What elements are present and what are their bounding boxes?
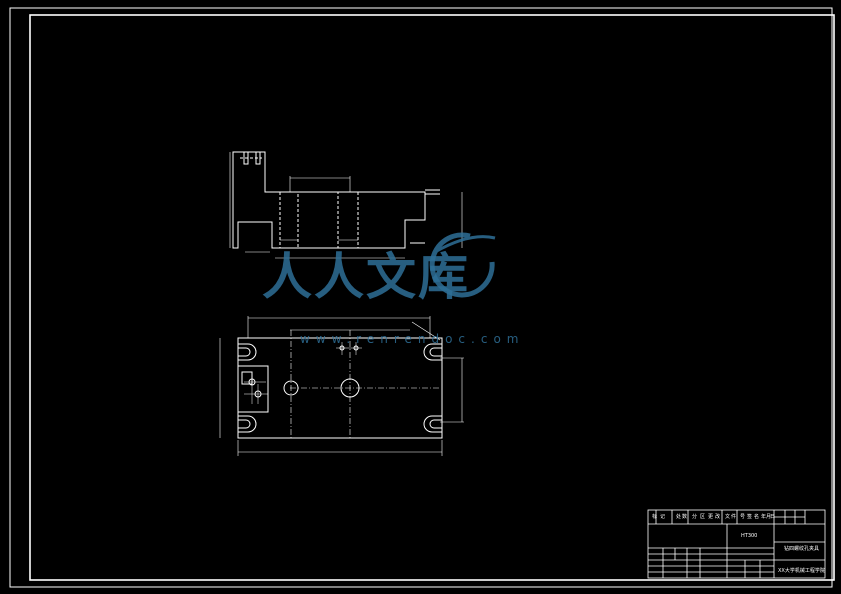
title-block-header-cell: 文 [725,514,731,520]
title-block-header-cell: 号 [740,514,746,520]
title-block-header-cell: 分 [692,514,698,520]
top-view [219,316,464,456]
title-block-header-cell: 区 [700,514,706,520]
sheet-outer-border [9,7,833,588]
material-label: HT300 [741,533,758,539]
title-block-header-cell: 名 [754,514,760,520]
title-block-header-cell: 件 [731,514,737,520]
school-name: XX大学机械工程学院 [778,568,825,574]
title-block-header-cell: 年 [761,514,767,520]
title-block-header-cell: 数 [682,514,688,520]
title-block-header-cell: 处 [676,514,682,520]
title-block-header-cell: 记 [660,514,666,520]
watermark-text: 人人文库 [262,248,470,306]
title-block-header-cell: 签 [747,514,753,520]
title-block-header-cell: 月 [766,514,772,520]
watermark-logo [429,232,496,298]
sheet-inner-border [29,14,835,581]
title-block-header-cell: 改 [715,514,721,520]
drawing-name: 钻四螺纹孔夹具 [784,546,820,552]
title-block [647,509,826,579]
watermark-url: www.renrendoc.com [300,332,525,346]
title-block-header-cell: 标 [652,514,658,520]
title-block-header-cell: 更 [708,514,714,520]
title-block-header-cell: 日 [770,514,776,520]
